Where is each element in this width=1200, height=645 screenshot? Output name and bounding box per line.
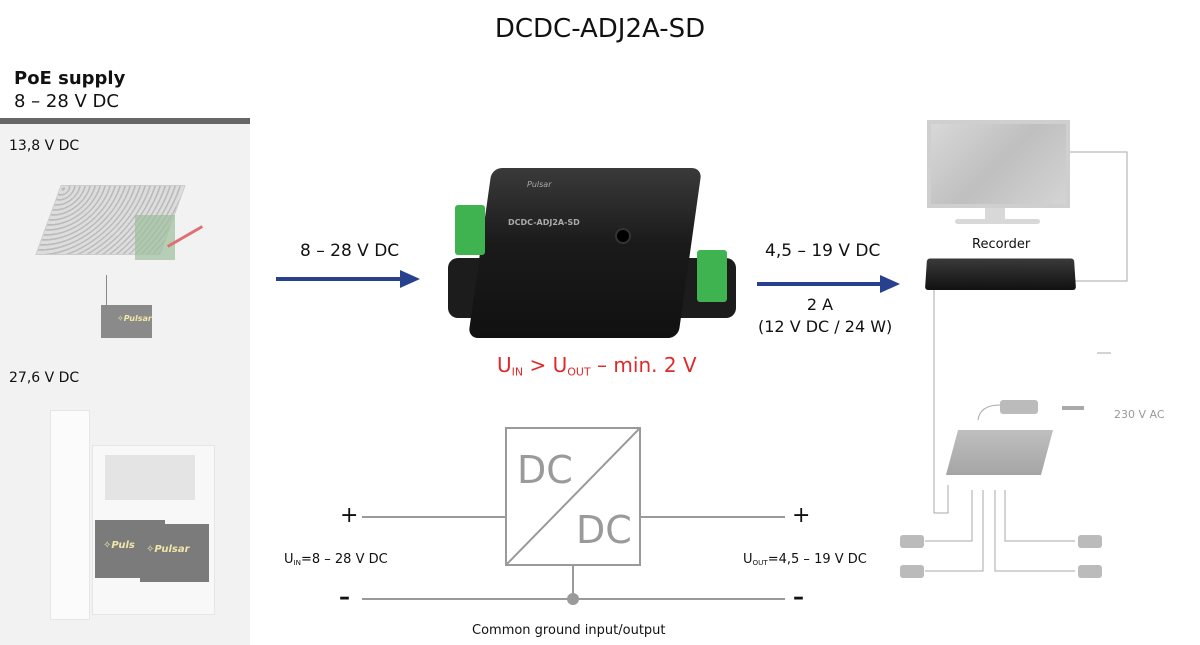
terminal-block-in: [455, 205, 485, 255]
module-model-text: DCDC-ADJ2A-SD: [508, 218, 580, 227]
adjust-knob: [615, 228, 631, 244]
input-voltage-label: 8 – 28 V DC: [300, 241, 400, 261]
output-minus: –: [793, 585, 804, 610]
plug-icon: [1062, 406, 1084, 410]
voltage-condition: UIN > UOUT – min. 2 V: [497, 353, 697, 379]
camera-icon: [1078, 565, 1102, 578]
poe-switch-image: [945, 430, 1054, 475]
panel-divider: [0, 118, 250, 124]
pulsar-logo-small: ✧Pulsar: [101, 305, 152, 338]
camera-icon: [900, 565, 924, 578]
psu-27-6-enclosure: [50, 410, 90, 620]
system-wiring: [925, 151, 1128, 572]
output-current-label: 2 A: [806, 295, 834, 314]
output-plus: +: [792, 503, 811, 528]
module-brand: Pulsar: [527, 180, 552, 189]
schematic-dc-top: DC: [517, 448, 573, 492]
monitor-stand: [985, 208, 1005, 220]
battery-2: ✧Pulsar: [140, 524, 209, 582]
ac-voltage-label: 230 V AC: [1114, 408, 1165, 421]
terminal-block-out: [697, 250, 727, 302]
input-plus: +: [340, 503, 359, 528]
psu-label-27-6: 27,6 V DC: [9, 370, 80, 386]
camera-icon: [900, 535, 924, 548]
input-minus: –: [339, 585, 350, 610]
monitor-image: [927, 120, 1070, 208]
power-adapter-icon: [1000, 400, 1038, 414]
schematic-dc-bottom: DC: [576, 508, 632, 552]
schematic: [362, 427, 785, 605]
output-voltage-label: 4,5 – 19 V DC: [765, 241, 881, 261]
common-ground-label: Common ground input/output: [472, 623, 666, 638]
output-power-label: (12 V DC / 24 W): [758, 317, 893, 336]
output-arrow: [757, 275, 900, 293]
camera-icon: [1078, 535, 1102, 548]
psu-label-13-8: 13,8 V DC: [9, 138, 80, 154]
uin-label: UIN=8 – 28 V DC: [284, 552, 388, 568]
recorder-label: Recorder: [972, 237, 1031, 252]
uout-label: UOUT=4,5 – 19 V DC: [743, 552, 867, 568]
page-title: DCDC-ADJ2A-SD: [494, 14, 706, 44]
poe-supply-range: 8 – 28 V DC: [14, 91, 119, 112]
poe-supply-heading: PoE supply: [14, 68, 126, 89]
recorder-image: [924, 258, 1077, 290]
input-arrow: [276, 270, 420, 288]
